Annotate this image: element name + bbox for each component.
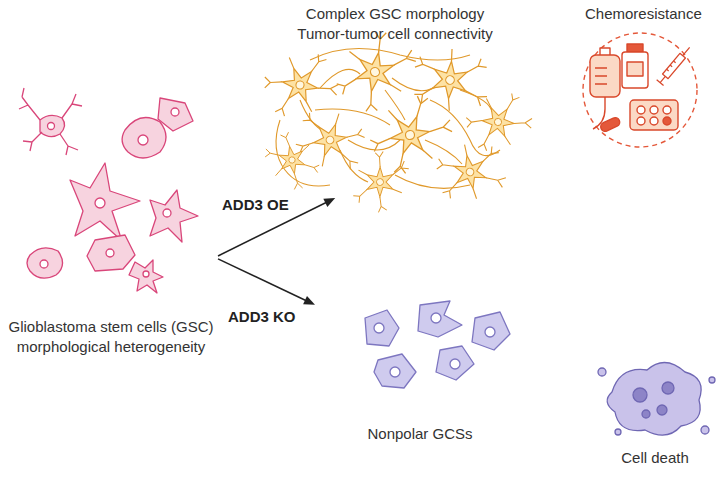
edge-label: ADD3 OE [220, 196, 291, 214]
group-label: Complex GSC morphology [306, 4, 484, 24]
group-label: Glioblastoma stem cells (GSC) morphologi… [6, 317, 216, 356]
connected-gsc-network [259, 23, 534, 221]
pink-gsc-cells [19, 88, 198, 293]
arrow-head [323, 198, 335, 207]
icon-label: Chemoresistance [585, 4, 702, 24]
cell-group: Nonpolar GCSs [315, 290, 525, 455]
group-label: Tumor-tumor cell connectivity [297, 24, 492, 44]
cell-group: Complex GSC morphologyTumor-tumor cell c… [265, 0, 525, 198]
cell-group: Glioblastoma stem cells (GSC) morphologi… [4, 85, 218, 370]
nonpolar-gsc-cells [365, 301, 510, 388]
edge-label: ADD3 KO [226, 308, 298, 326]
arrow-head [303, 296, 315, 305]
icon-label: Cell death [600, 448, 710, 468]
cell-death-icon [598, 362, 715, 435]
group-label: Nonpolar GCSs [367, 424, 472, 444]
arrow-line [218, 259, 307, 301]
arrow-connector [218, 259, 315, 305]
chemoresistance-icon [583, 33, 697, 147]
